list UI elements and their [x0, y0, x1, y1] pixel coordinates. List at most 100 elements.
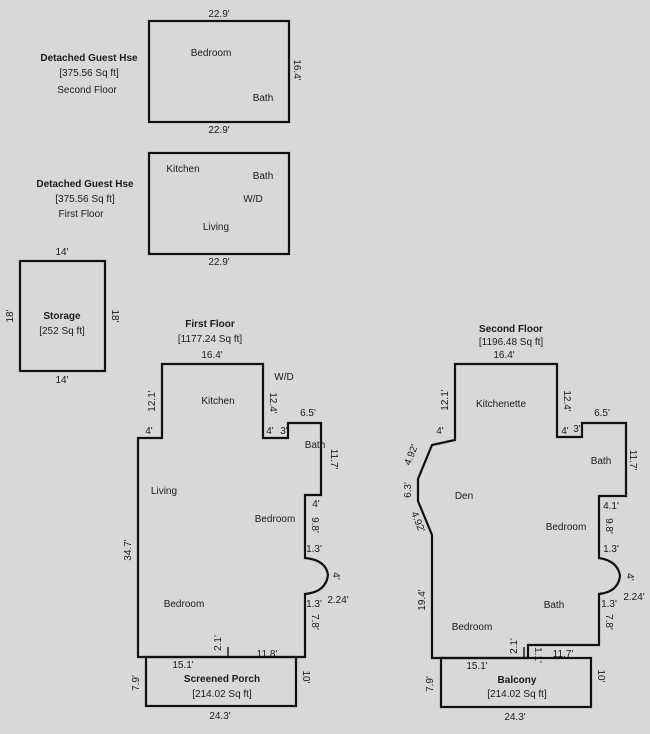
first-floor-dim-notch-w: 4': [266, 426, 274, 437]
first-floor-outline: [136, 362, 330, 659]
first-floor-dim-bottom-right: 11.8': [257, 649, 278, 660]
storage-title: Storage: [43, 311, 81, 322]
second-floor-dim-step-mid: 4.1': [603, 501, 619, 512]
second-floor-dim-bottom-right: 11.7': [553, 649, 574, 660]
guest-first-wd: W/D: [243, 194, 262, 205]
first-floor-area: [1177.24 Sq ft]: [178, 334, 243, 345]
guest-first-kitchen: Kitchen: [166, 164, 199, 175]
second-floor-den: Den: [455, 491, 473, 502]
first-floor-dim-top: 16.4': [201, 350, 222, 361]
balcony-dim-left: 7.9': [425, 676, 436, 692]
first-floor-living: Living: [151, 486, 177, 497]
screened-porch: Screened Porch [214.02 Sq ft] 24.3' 7.9'…: [131, 655, 311, 722]
guest-first-dim-bottom: 22.9': [208, 257, 229, 268]
guest-second-dim-top: 22.9': [208, 9, 229, 20]
screened-porch-dim-right: 10': [300, 670, 311, 683]
second-floor-kitchenette: Kitchenette: [476, 399, 526, 410]
first-floor-kitchen: Kitchen: [201, 396, 234, 407]
second-floor-bedroom: Bedroom: [546, 522, 587, 533]
screened-porch-dim-bottom: 24.3': [209, 711, 230, 722]
first-floor-title: First Floor: [185, 319, 235, 330]
second-floor-dim-left: 19.4': [417, 589, 428, 610]
guest-first-area: [375.56 Sq ft]: [55, 194, 115, 205]
second-floor-dim-left-63: 6.3': [403, 482, 414, 498]
second-floor-title: Second Floor: [479, 324, 543, 335]
screened-porch-outline: [144, 655, 298, 708]
second-floor-dim-13a: 1.3': [603, 544, 619, 555]
storage-dim-top: 14': [55, 247, 68, 258]
second-floor-dim-kitchen-left: 12.1': [440, 389, 451, 410]
second-floor-dim-13b: 1.3': [601, 599, 617, 610]
storage-dim-left: 18': [5, 309, 16, 322]
guest-house-first-floor: Detached Guest Hse [375.56 Sq ft] First …: [36, 151, 291, 268]
second-floor-bath-2: Bath: [544, 600, 565, 611]
screened-porch-area: [214.02 Sq ft]: [192, 689, 252, 700]
second-floor-dim-top: 16.4': [493, 350, 514, 361]
guest-second-outline: [147, 19, 291, 124]
second-floor-dim-bottom-left: 15.1': [466, 661, 487, 672]
guest-house-second-floor: Detached Guest Hse [375.56 Sq ft] Second…: [40, 9, 302, 136]
first-floor-dim-step-left: 4': [145, 426, 153, 437]
balcony-title: Balcony: [498, 675, 537, 686]
second-floor: Second Floor [1196.48 Sq ft] Kitchenette…: [403, 324, 645, 672]
storage-outline: [18, 259, 107, 373]
second-floor-dim-notch-w: 4': [561, 426, 569, 437]
balcony-outline: [439, 656, 593, 709]
first-floor-dim-78: 7.8': [309, 614, 320, 630]
second-floor-bath-1: Bath: [591, 456, 612, 467]
balcony: Balcony [214.02 Sq ft] 24.3' 7.9' 10': [425, 656, 606, 723]
second-floor-dim-step-left: 4': [436, 426, 444, 437]
first-floor-dim-left: 34.7': [123, 539, 134, 560]
second-floor-dim-bay-224: 2.24': [623, 592, 644, 603]
first-floor: First Floor [1177.24 Sq ft] Kitchen W/D …: [123, 319, 349, 671]
balcony-area: [214.02 Sq ft]: [487, 689, 547, 700]
screened-porch-dim-left: 7.9': [131, 675, 142, 691]
second-floor-dim-inner-21: 2.1': [509, 638, 520, 654]
first-floor-dim-notch-h: 3': [280, 426, 288, 437]
second-floor-area: [1196.48 Sq ft]: [479, 337, 544, 348]
first-floor-dim-kitchen-left: 12.1': [147, 390, 158, 411]
first-floor-dim-step-mid: 4': [312, 499, 320, 510]
second-floor-dim-kitchen-right: 12.4': [561, 390, 572, 411]
second-floor-dim-notch-h: 3': [573, 424, 581, 435]
balcony-dim-right: 10': [595, 669, 606, 682]
first-floor-dim-kitchen-right: 12.4': [267, 392, 278, 413]
guest-second-bath: Bath: [253, 93, 274, 104]
second-floor-bedroom-2: Bedroom: [452, 622, 493, 633]
first-floor-bath: Bath: [305, 440, 326, 451]
first-floor-bedroom-1: Bedroom: [255, 514, 296, 525]
guest-second-floor-label: Second Floor: [57, 85, 117, 96]
guest-second-dim-bottom: 22.9': [208, 125, 229, 136]
first-floor-wd: W/D: [274, 372, 293, 383]
first-floor-dim-13a: 1.3': [306, 544, 322, 555]
guest-second-title: Detached Guest Hse: [40, 53, 138, 64]
guest-first-outline: [147, 151, 291, 256]
first-floor-dim-bay-4: 4': [330, 572, 341, 580]
storage-dim-right: 18': [109, 309, 120, 322]
first-floor-dim-bottom-left: 15.1': [172, 660, 193, 671]
guest-second-area: [375.56 Sq ft]: [59, 68, 119, 79]
first-floor-bedroom-2: Bedroom: [164, 599, 205, 610]
screened-porch-title: Screened Porch: [184, 674, 260, 685]
second-floor-dim-bay-4: 4': [624, 573, 635, 581]
first-floor-dim-inner-21: 2.1': [213, 635, 224, 651]
first-floor-dim-13b: 1.3': [306, 599, 322, 610]
storage: Storage [252 Sq ft] 14' 14' 18' 18': [5, 247, 120, 386]
first-floor-dim-bath-right: 11.7': [328, 449, 339, 470]
storage-area: [252 Sq ft]: [39, 326, 85, 337]
guest-first-floor-label: First Floor: [59, 209, 105, 220]
first-floor-dim-bay-224: 2.24': [327, 595, 348, 606]
first-floor-dim-bath-top: 6.5': [300, 408, 316, 419]
second-floor-dim-bath-top: 6.5': [594, 408, 610, 419]
storage-dim-bottom: 14': [55, 375, 68, 386]
second-floor-dim-inner-11: 1.1': [532, 647, 543, 663]
guest-first-bath: Bath: [253, 171, 274, 182]
second-floor-dim-diag-upper: 4.92': [403, 443, 421, 467]
guest-first-title: Detached Guest Hse: [36, 179, 134, 190]
guest-second-dim-right: 16.4': [291, 59, 302, 80]
guest-second-bedroom: Bedroom: [191, 48, 232, 59]
second-floor-dim-78: 7.8': [603, 614, 614, 630]
second-floor-dim-98: 9.8': [603, 518, 614, 534]
first-floor-dim-98: 9.8': [309, 517, 320, 533]
